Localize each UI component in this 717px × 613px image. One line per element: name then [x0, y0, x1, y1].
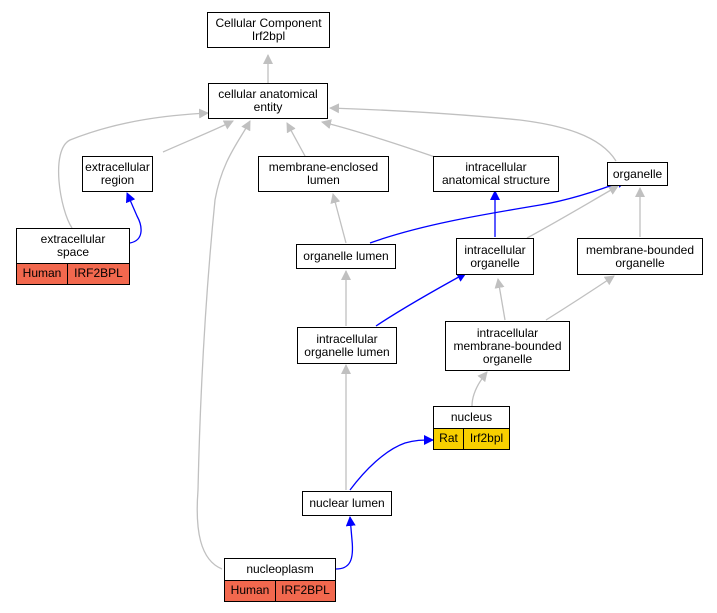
node-label-line2: anatomical structure [441, 173, 551, 187]
node-nuclear-lumen[interactable]: nuclear lumen [302, 491, 392, 516]
node-label-line2: space [56, 245, 90, 259]
node-label-line1: organelle [612, 166, 663, 181]
node-label-line2: organelle [470, 255, 520, 270]
node-intracellular-membrane-bounded-organelle[interactable]: intracellular membrane-bounded organelle [445, 321, 570, 371]
node-cellular-anatomical-entity[interactable]: cellular anatomical entity [208, 83, 328, 119]
gene-tag: Irf2bpl [463, 428, 510, 450]
gene-tag: IRF2BPL [275, 580, 336, 602]
node-label-line1: extracellular [85, 160, 150, 174]
node-label-line1: intracellular [316, 331, 378, 346]
node-intracellular-anatomical-structure[interactable]: intracellular anatomical structure [433, 156, 559, 192]
node-intracellular-organelle[interactable]: intracellular organelle [456, 238, 534, 275]
node-label-line1: cellular anatomical [218, 87, 318, 101]
node-label-line2: organelle [615, 255, 665, 270]
edge-intracellular-anatomical-structure-to-cae [321, 119, 436, 158]
edge-membrane-enclosed-lumen-to-cae [286, 122, 306, 157]
node-intracellular-organelle-lumen[interactable]: intracellular organelle lumen [297, 327, 397, 364]
edge-extracellular-region-to-cae [162, 120, 234, 153]
edge-nucleoplasm-to-cae [196, 120, 251, 570]
node-label-line1: nucleus [450, 410, 493, 424]
node-label-line2: membrane-bounded [453, 338, 562, 353]
node-label-line1: extracellular [40, 232, 106, 246]
node-label-line3: organelle [482, 351, 533, 366]
edge-organelle-lumen-to-membrane-enclosed-lumen [330, 193, 347, 244]
species-tag-human: Human [16, 263, 68, 285]
gene-tag: IRF2BPL [67, 263, 130, 285]
edge-intracellular-organelle-lumen-part-of-intracellular-organelle [375, 272, 467, 327]
node-label-line1: intracellular [464, 242, 526, 257]
edge-nucleus-to-imbo [471, 371, 488, 407]
node-label-line1: intracellular [465, 160, 527, 174]
edge-extracellular-space-to-cae [58, 108, 209, 229]
node-organelle-lumen[interactable]: organelle lumen [296, 244, 396, 269]
node-label-line1: nucleoplasm [246, 562, 314, 576]
node-nucleoplasm[interactable]: nucleoplasm [224, 558, 336, 581]
node-label-line2: entity [253, 100, 283, 114]
node-label-line2: organelle lumen [304, 344, 390, 359]
edge-nuclear-lumen-part-of-nucleus [349, 435, 434, 491]
edge-organelle-lumen-part-of-organelle [369, 178, 627, 244]
node-nucleus[interactable]: nucleus [433, 406, 510, 429]
node-membrane-bounded-organelle[interactable]: membrane-bounded organelle [577, 238, 703, 275]
node-organelle[interactable]: organelle [607, 162, 668, 186]
edge-imbo-to-membrane-bounded-organelle [545, 275, 615, 321]
node-cellular-component-root[interactable]: Cellular Component Irf2bpl [207, 12, 330, 48]
node-label-line1: nuclear lumen [309, 496, 385, 510]
node-label-line2: Irf2bpl [251, 29, 286, 43]
edge-organelle-to-cae [329, 103, 617, 162]
edge-imbo-to-intracellular-organelle [494, 278, 506, 321]
node-label-line2: lumen [307, 173, 340, 187]
edge-intracellular-organelle-to-organelle [526, 185, 619, 239]
edge-nucleoplasm-part-of-nuclear-lumen [335, 516, 356, 570]
node-label-line1: membrane-enclosed [268, 160, 379, 174]
node-extracellular-region[interactable]: extracellular region [82, 156, 153, 192]
node-label-line1: Cellular Component [215, 16, 322, 30]
species-tag-rat: Rat [433, 428, 464, 450]
edge-extracellular-space-part-of-extracellular-region [126, 192, 142, 244]
node-label-line1: membrane-bounded [585, 242, 695, 257]
species-tag-human: Human [224, 580, 276, 602]
node-label-line1: organelle lumen [303, 249, 389, 263]
node-membrane-enclosed-lumen[interactable]: membrane-enclosed lumen [258, 156, 389, 192]
node-label-line2: region [100, 173, 135, 187]
node-label-line1: intracellular [476, 325, 539, 340]
node-extracellular-space[interactable]: extracellular space [16, 228, 130, 264]
